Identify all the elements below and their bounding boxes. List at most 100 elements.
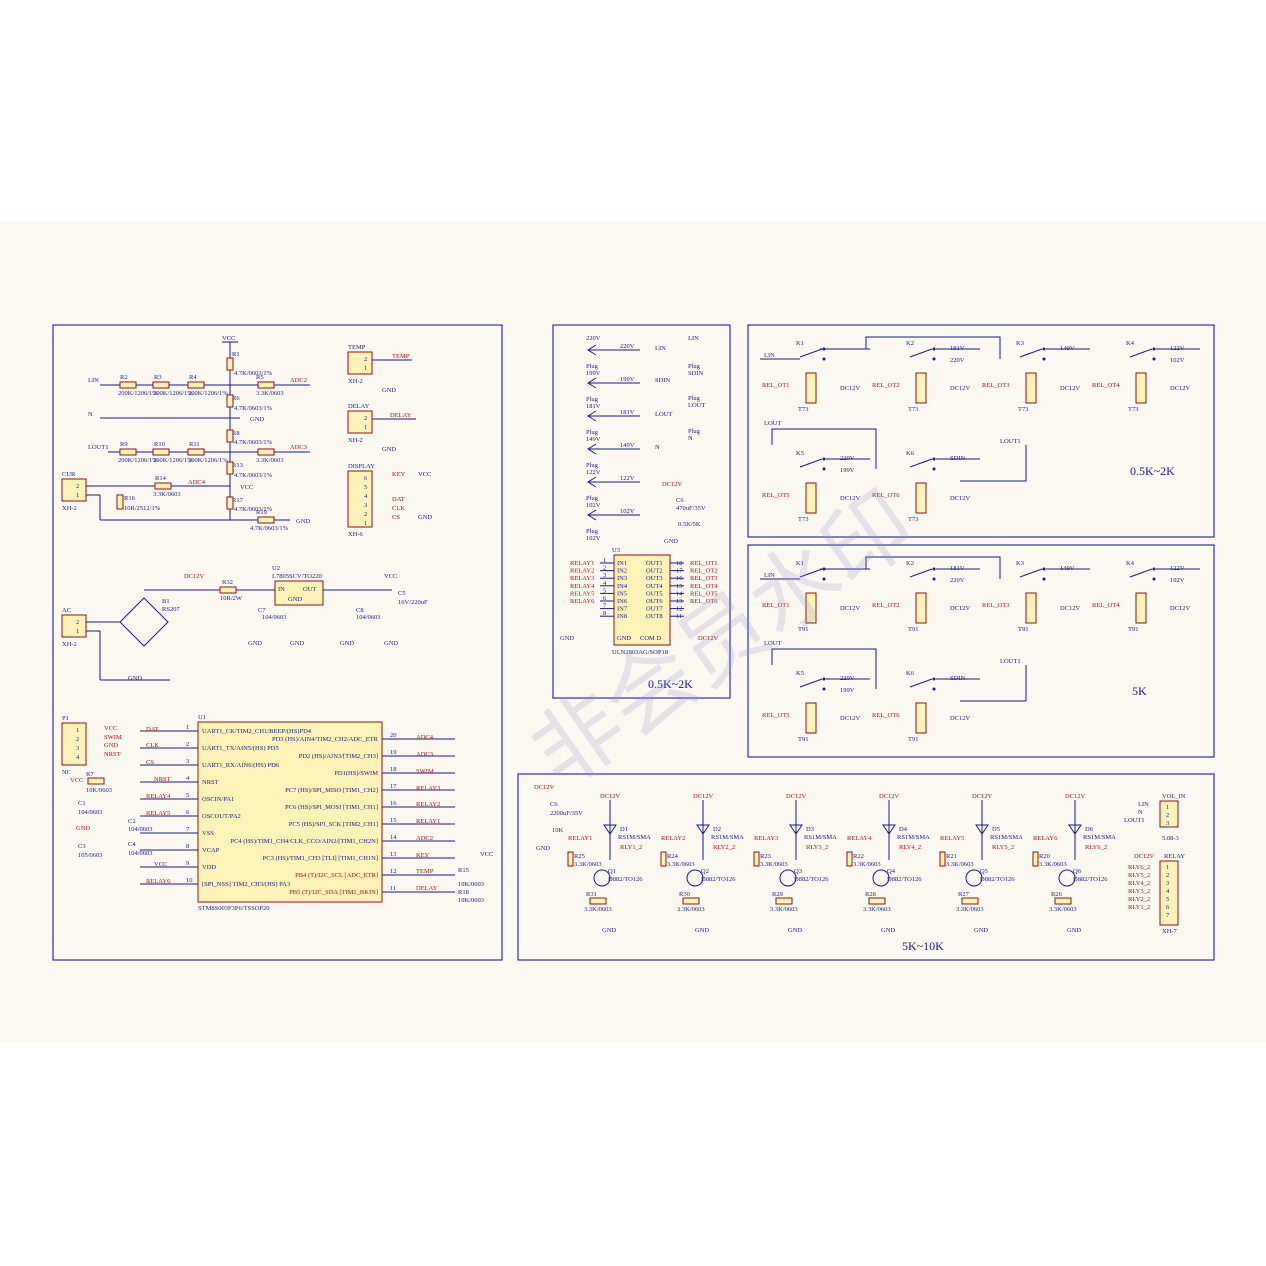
svg-text:2: 2 — [76, 619, 79, 626]
uln-plug-tap-4: 102V — [586, 502, 601, 509]
uln-plug-4: Plug — [586, 495, 599, 502]
drv-relay-in-2: RELAY3 — [754, 835, 778, 842]
drv-relay-in-5: RELAY6 — [1033, 835, 1058, 842]
r8-ref: R8 — [232, 430, 240, 437]
r10-ref: R10 — [154, 441, 165, 448]
dc12v-net: DC12V — [184, 573, 205, 580]
u3-in-3: IN4 — [617, 583, 628, 590]
relay-coil-3 — [1135, 372, 1147, 404]
temp-part: XH-2 — [348, 378, 363, 385]
u1-relay3: RELAY3 — [416, 785, 440, 792]
u3-in-num-7: 8 — [603, 610, 606, 617]
u1-ref: U1 — [198, 714, 206, 721]
r6-ref: R6 — [232, 395, 240, 402]
u1-part: STM8S003F3P6/TSSOP20 — [198, 905, 270, 912]
relay-lin: LIN — [764, 352, 775, 359]
u3-ref: U3 — [612, 547, 620, 554]
delay-part: XH-2 — [348, 437, 363, 444]
drv-gnd-2: GND — [788, 927, 802, 934]
relay-conn-rly-0: RLY6_2 — [1128, 864, 1150, 871]
n-label: N — [88, 411, 93, 418]
display-dat: DAT — [392, 496, 405, 503]
u1-pin-num-14: 14 — [390, 834, 397, 841]
drv-d-part-3: RS1M/SMA — [897, 834, 930, 841]
relay-coil-part-5: T73 — [908, 516, 918, 523]
u1-relay6: RELAY6 — [146, 878, 171, 885]
r10-value: 200K/1206/1% — [153, 457, 193, 464]
relay-coil-1 — [915, 372, 927, 404]
u1-pin-name-8: VCAP — [202, 847, 220, 854]
svg-text:3: 3 — [76, 745, 79, 752]
drv-dc12v-1: DC12V — [693, 793, 714, 800]
uln-c6-gnd: GND — [664, 538, 678, 545]
drv-rb-val-1: 3.3K/0603 — [667, 861, 695, 868]
u1-pin-name-18: PD1(HS)/SWIM — [334, 770, 378, 777]
uln-lin-r: LIN — [688, 335, 699, 342]
uln-panel-frame — [552, 324, 731, 699]
c8-gnd: GND — [340, 640, 354, 647]
r32-value: 10R/2W — [220, 595, 243, 602]
r14-value: 3.3K/0603 — [153, 491, 181, 498]
u1-pin-num-18: 18 — [390, 766, 397, 773]
drv-d-3: D4 — [899, 826, 908, 833]
relay-coil-part-1: T91 — [908, 626, 918, 633]
relay-dc12v-4: DC12V — [840, 495, 861, 502]
drv-d-part-0: RS1M/SMA — [618, 834, 651, 841]
u3-in-0: IN1 — [617, 560, 627, 567]
u1-pin-num-9: 9 — [186, 860, 189, 867]
relay-conn-rly-4: RLY2_2 — [1128, 896, 1150, 903]
u3-in-1: IN2 — [617, 568, 627, 575]
u1-pin-num-4: 4 — [186, 775, 190, 782]
u1-relay1: RELAY1 — [416, 818, 440, 825]
u1-pin-num-12: 12 — [390, 868, 397, 875]
u1-pin-name-5: OSCIN/PA1 — [202, 796, 234, 803]
r16-value: 10R/2512/1% — [124, 505, 161, 512]
drv-relay-in-3: RELAY4 — [847, 835, 872, 842]
drv-dc12v-4: DC12V — [972, 793, 993, 800]
display-clk: CLK — [392, 505, 405, 512]
u3-in-4: IN5 — [617, 590, 627, 597]
drv-gnd-5: GND — [1067, 927, 1081, 934]
b1-part: RS207 — [162, 606, 180, 613]
drv-q-1: Q2 — [701, 868, 709, 875]
svg-text:1: 1 — [1166, 804, 1169, 811]
relay-coil-part-0: T73 — [798, 406, 808, 413]
r2-ref: R2 — [120, 374, 128, 381]
u1-pin-num-19: 19 — [390, 749, 397, 756]
drv-d-part-2: RS1M/SMA — [804, 834, 837, 841]
svg-text:1: 1 — [364, 520, 367, 527]
display-part: XH-6 — [348, 531, 364, 538]
ac-connector — [61, 614, 87, 638]
u3-relot-3: REL_OT4 — [690, 583, 718, 590]
u1-pin-num-6: 6 — [186, 809, 190, 816]
display-key: KEY — [392, 471, 406, 478]
u1-pin-name-2: UART1_TX/AIN5/(HS) PD5 — [202, 745, 279, 752]
relay-conn-pin-4: 4 — [1166, 888, 1170, 895]
u3-com: COM D — [640, 635, 661, 642]
u2-in: IN — [278, 586, 285, 593]
c3-value: 105/0603 — [78, 852, 103, 859]
u2-part: L7805SCV/TO220 — [272, 573, 322, 580]
drv-rp-val-1: 3.3K/0603 — [677, 906, 705, 913]
c8-value: 104/0603 — [356, 614, 381, 621]
u1-pin-name-14: PC4 (HS)/TIM1_CH4/CLK_CCO/AIN2/[TIM1_CH2… — [230, 838, 378, 845]
drv-d-part-1: RS1M/SMA — [711, 834, 744, 841]
ac-label: AC — [62, 607, 71, 614]
vol-part: 5.08-3 — [1162, 835, 1179, 842]
relay-lout1: LOUT1 — [1000, 438, 1021, 445]
vol-n: N — [1138, 809, 1143, 816]
uln-lout-r: LOUT — [688, 402, 705, 409]
display-title: DISPLAY — [348, 463, 375, 470]
r11-ref: R11 — [189, 441, 200, 448]
relay-coil-5 — [915, 702, 927, 734]
svg-text:1: 1 — [76, 628, 79, 635]
r4-value: 200K/1206/1% — [188, 390, 228, 397]
relay-conn-rly-3: RLY3_2 — [1128, 888, 1150, 895]
relay-coil-part-4: T91 — [798, 736, 808, 743]
u1-pin-num-17: 17 — [390, 783, 397, 790]
p1-swim: SWIM — [104, 734, 122, 741]
r7-vcc: VCC — [70, 777, 83, 784]
uln-tap-122V: 122V — [620, 475, 635, 482]
uln-tap-199V: 199V — [620, 376, 635, 383]
